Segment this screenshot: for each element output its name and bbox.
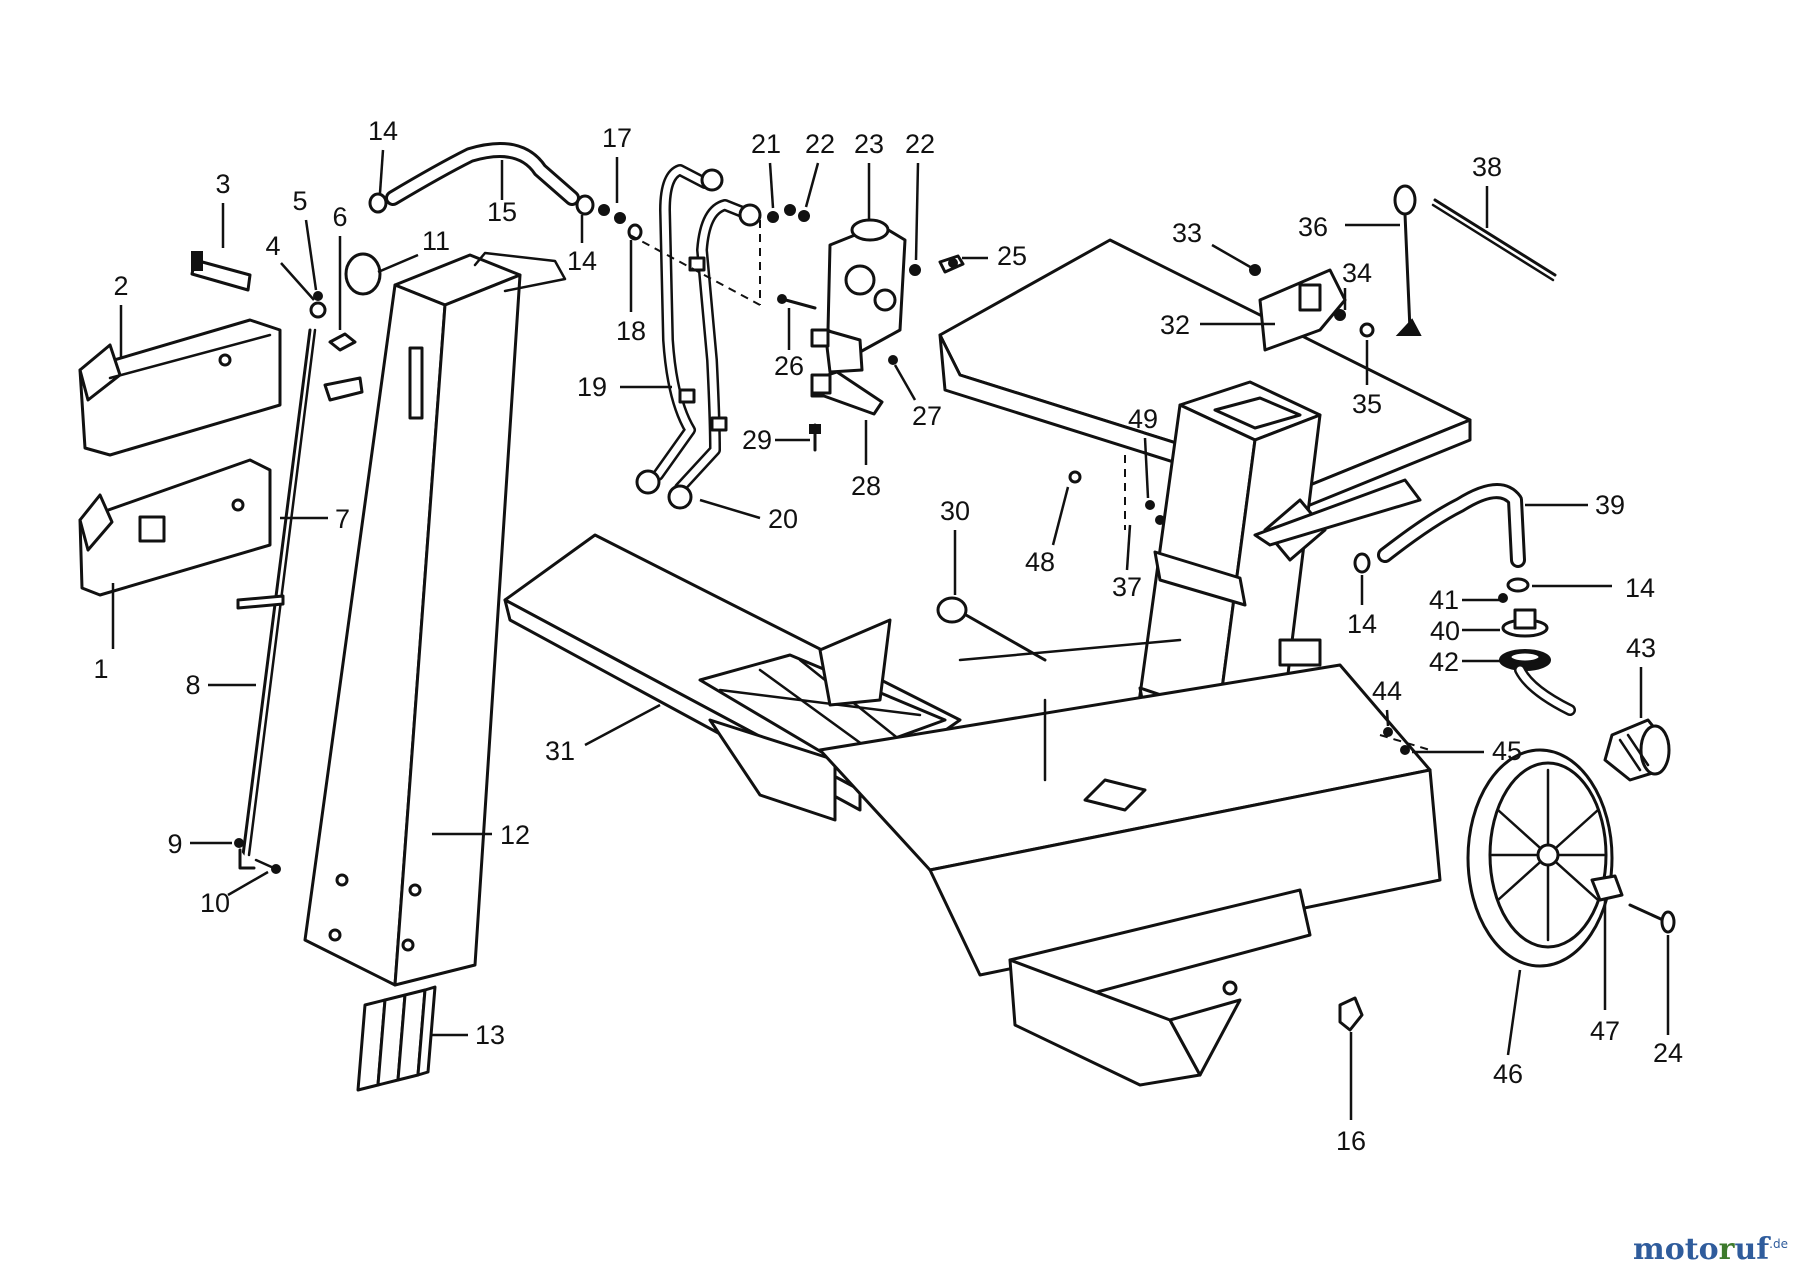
callout-label: 40 <box>1430 616 1460 646</box>
callout-label: 42 <box>1429 647 1459 677</box>
callout-label: 14 <box>1347 609 1377 639</box>
control-rod-8 <box>234 328 317 874</box>
callout-label: 38 <box>1472 152 1502 182</box>
callout-label: 6 <box>332 202 347 232</box>
wheel-46 <box>1466 748 1614 968</box>
callout-label: 8 <box>185 670 200 700</box>
pin-3 <box>190 251 252 292</box>
callout-label: 39 <box>1595 490 1625 520</box>
callout-label: 21 <box>751 129 781 159</box>
callout-label: 27 <box>912 401 942 431</box>
callout-label: 20 <box>768 504 798 534</box>
callout-label: 23 <box>854 129 884 159</box>
callout-label: 48 <box>1025 547 1055 577</box>
callout-label: 16 <box>1336 1126 1366 1156</box>
column-12 <box>303 251 567 987</box>
callout-label: 22 <box>805 129 835 159</box>
slats-13 <box>356 985 437 1092</box>
callout-label: 45 <box>1492 736 1522 766</box>
callout-label: 24 <box>1653 1038 1683 1068</box>
callout-label: 34 <box>1342 258 1372 288</box>
callout-label: 22 <box>905 129 935 159</box>
callout-label: 17 <box>602 123 632 153</box>
callout-label: 35 <box>1352 389 1382 419</box>
wedge-plate-1 <box>78 458 272 597</box>
drain-plug-16 <box>1338 996 1364 1032</box>
callout-label: 2 <box>113 271 128 301</box>
callout-label: 44 <box>1372 676 1402 706</box>
callouts: 1 2 3 4 5 6 7 8 9 10 11 12 13 14 14 14 1 <box>93 116 1683 1156</box>
callout-label: 1 <box>93 654 108 684</box>
callout-label: 26 <box>774 351 804 381</box>
callout-label: 10 <box>200 888 230 918</box>
callout-label: 36 <box>1298 212 1328 242</box>
handle-39 <box>1253 478 1530 593</box>
callout-label: 9 <box>167 829 182 859</box>
callout-label: 4 <box>265 231 280 261</box>
callout-label: 7 <box>335 504 350 534</box>
eye-bolt-36 <box>1393 184 1422 336</box>
callout-label: 14 <box>567 246 597 276</box>
dipstick-30 <box>936 596 1047 662</box>
small-parts-4-5-6 <box>309 291 357 352</box>
callout-label: 13 <box>475 1020 505 1050</box>
pipes-19-20 <box>635 164 762 510</box>
callout-label: 14 <box>1625 573 1655 603</box>
brand-part2: r <box>1718 1232 1735 1267</box>
axle-parts <box>1068 455 1676 934</box>
callout-label: 15 <box>487 197 517 227</box>
callout-label: 5 <box>292 186 307 216</box>
callout-label: 12 <box>500 820 530 850</box>
callout-label: 30 <box>940 496 970 526</box>
wedge-plate-2 <box>78 318 282 457</box>
callout-label: 3 <box>215 169 230 199</box>
callout-label: 33 <box>1172 218 1202 248</box>
callout-label: 32 <box>1160 310 1190 340</box>
callout-label: 11 <box>422 226 450 256</box>
filler-assembly <box>1498 593 1671 782</box>
callout-label: 41 <box>1429 585 1459 615</box>
brand-part3: uf <box>1734 1232 1770 1267</box>
callout-label: 18 <box>616 316 646 346</box>
callout-label: 49 <box>1128 404 1158 434</box>
rod-38 <box>1431 198 1557 282</box>
callout-label: 46 <box>1493 1059 1523 1089</box>
motoruf-logo: motoruf.de <box>1633 1232 1788 1267</box>
callout-label: 37 <box>1112 572 1142 602</box>
base-31 <box>503 533 962 822</box>
chassis <box>818 638 1442 1087</box>
callout-label: 29 <box>742 425 772 455</box>
callout-label: 19 <box>577 372 607 402</box>
callout-label: 25 <box>997 241 1027 271</box>
callout-label: 28 <box>851 471 881 501</box>
callout-label: 43 <box>1626 633 1656 663</box>
callout-label: 14 <box>368 116 398 146</box>
brand-suffix: .de <box>1769 1237 1788 1251</box>
callout-label: 31 <box>545 736 575 766</box>
valve-23 <box>629 204 965 452</box>
brand-part1: moto <box>1633 1232 1719 1267</box>
plate-32 <box>1249 264 1375 352</box>
callout-label: 47 <box>1590 1016 1620 1046</box>
o-ring-11 <box>344 252 382 296</box>
